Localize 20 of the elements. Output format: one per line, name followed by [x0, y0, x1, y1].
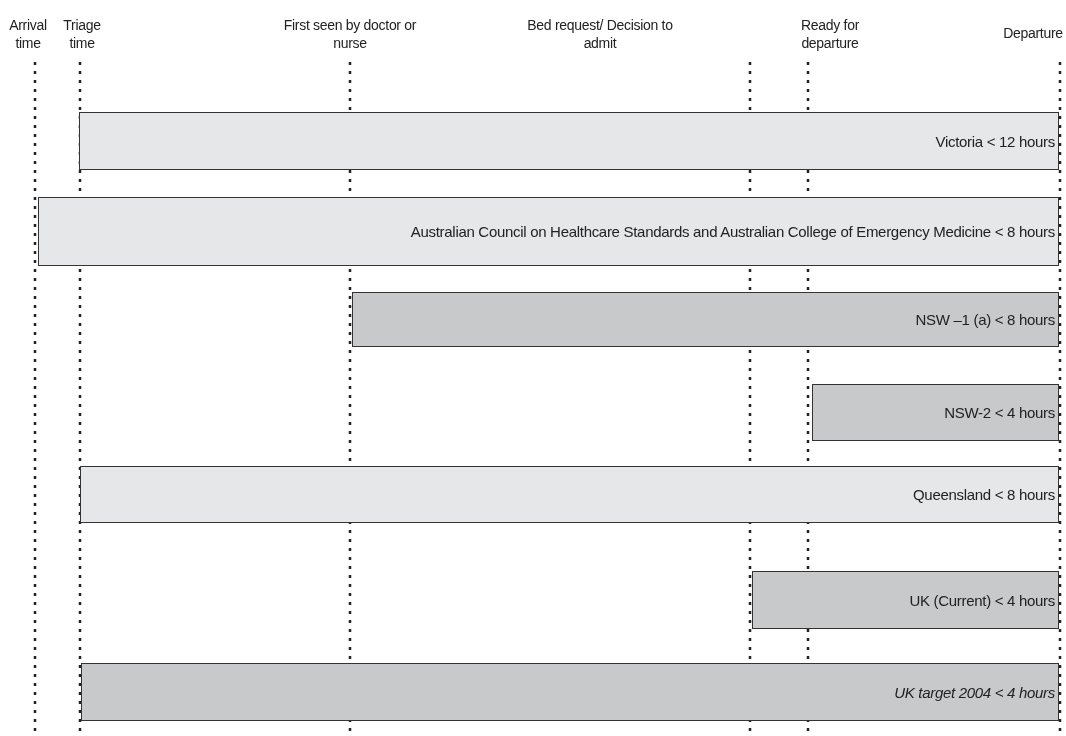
bar-label: UK (Current) < 4 hours [909, 591, 1056, 609]
timeline-point-label: Departure [1002, 24, 1064, 42]
time-span-bar [812, 384, 1059, 441]
bar-label: Victoria < 12 hours [935, 132, 1056, 150]
time-span-bar [81, 663, 1059, 721]
bar-label: Australian Council on Healthcare Standards and Australian College of Emergency Medicine < 8 hours [410, 223, 1056, 240]
bar-label: NSW-2 < 4 hours [944, 404, 1056, 421]
time-span-bar [752, 571, 1059, 629]
timeline-point-label: Arrival time [8, 16, 48, 52]
time-span-bar [79, 112, 1059, 170]
bar-label: NSW –1 (a) < 8 hours [915, 311, 1056, 328]
timeline-point-label: Ready for departure [800, 16, 861, 52]
time-span-bar [352, 292, 1059, 347]
time-span-bar [38, 197, 1059, 266]
timeline-point-label: First seen by doctor or nurse [282, 16, 418, 52]
bar-label: Queensland < 8 hours [912, 486, 1056, 503]
timeline-point-label: Triage time [62, 16, 102, 52]
timeline-point-label: Bed request/ Decision to admit [526, 16, 674, 52]
bar-label: UK target 2004 < 4 hours [894, 683, 1056, 701]
time-span-bar [80, 466, 1059, 523]
